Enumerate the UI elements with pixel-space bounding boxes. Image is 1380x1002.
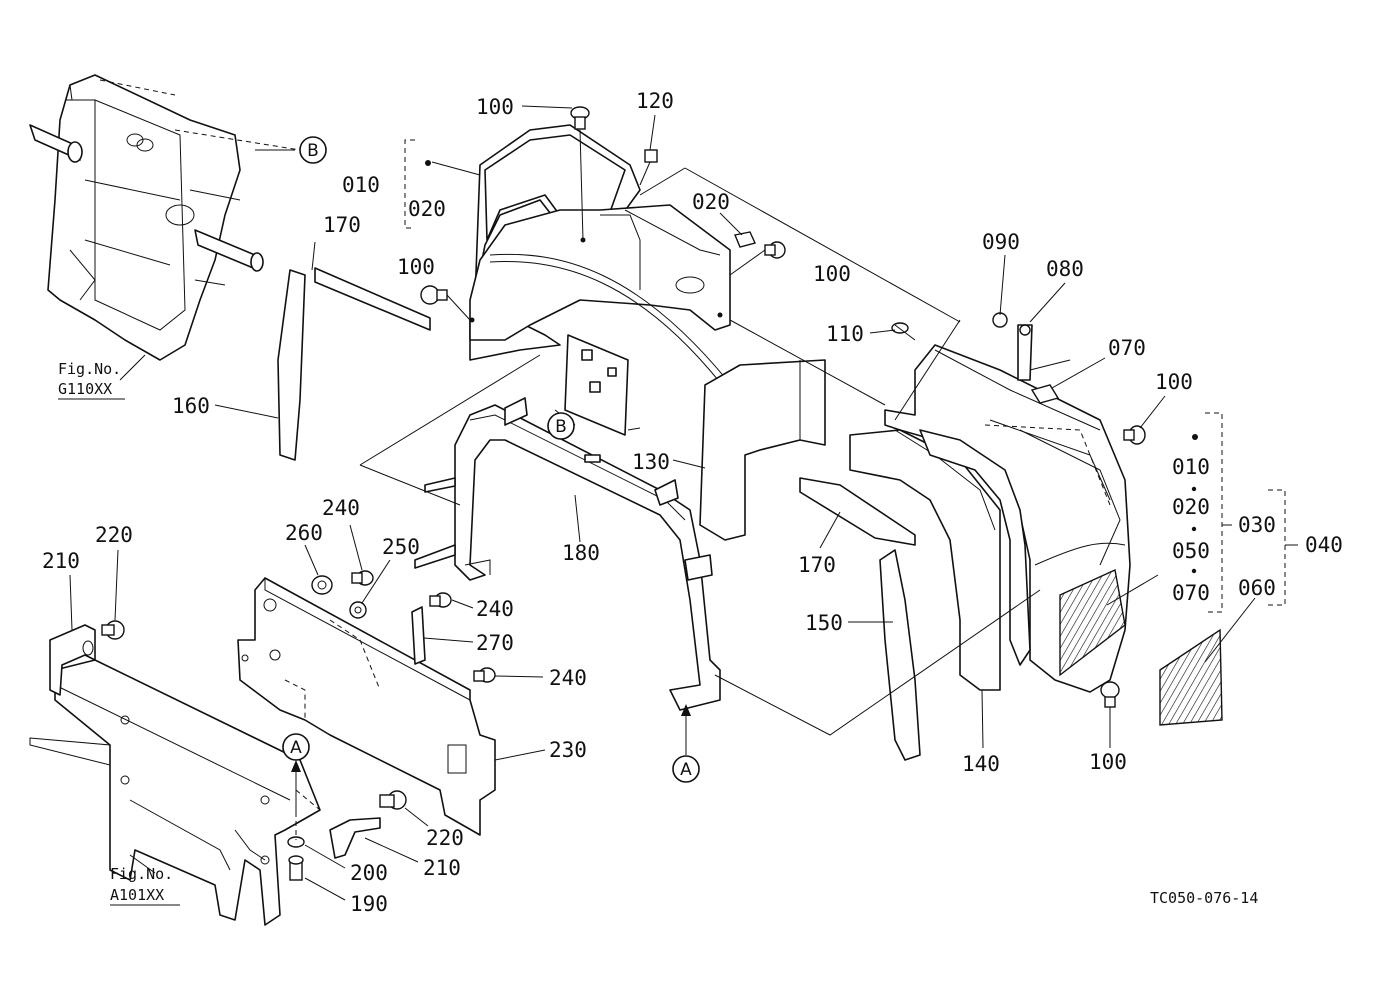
bolt-220-left bbox=[101, 620, 125, 640]
label-040: 040 bbox=[1305, 533, 1343, 557]
svg-text:A: A bbox=[290, 738, 302, 758]
callout-b-top: B bbox=[299, 136, 327, 164]
bolt-090 bbox=[992, 312, 1008, 328]
rear-cover-right bbox=[884, 344, 1131, 693]
washer-260 bbox=[311, 575, 333, 595]
svg-text:B: B bbox=[307, 141, 319, 161]
alignment-lines bbox=[359, 167, 1071, 736]
label-060: 060 bbox=[1238, 576, 1276, 600]
label-160: 160 bbox=[172, 394, 210, 418]
bracket-030-group bbox=[1191, 412, 1298, 613]
strip-150 bbox=[879, 549, 921, 761]
label-100: 100 bbox=[476, 95, 514, 119]
fig-ref-g110xx: Fig.No. G110XX bbox=[58, 360, 125, 400]
callout-a-right: A bbox=[672, 755, 700, 783]
callout-a-left: A bbox=[282, 733, 310, 761]
bolt-240-top bbox=[351, 570, 374, 586]
center-bracket bbox=[564, 334, 629, 436]
svg-text:B: B bbox=[555, 417, 567, 437]
label-260: 260 bbox=[285, 521, 323, 545]
label-020: 020 bbox=[1172, 495, 1210, 519]
label-100: 100 bbox=[1089, 750, 1127, 774]
strip-170-left bbox=[314, 267, 431, 331]
label-250: 250 bbox=[382, 535, 420, 559]
steering-frame-subassembly bbox=[29, 74, 301, 381]
label-220: 220 bbox=[95, 523, 133, 547]
bolt-240-low bbox=[473, 667, 496, 683]
svg-text:G110XX: G110XX bbox=[58, 380, 112, 398]
label-270: 270 bbox=[476, 631, 514, 655]
label-010: 010 bbox=[1172, 455, 1210, 479]
label-200: 200 bbox=[350, 861, 388, 885]
rod-270 bbox=[411, 606, 426, 665]
label-020: 020 bbox=[692, 190, 730, 214]
mounting-plate-230 bbox=[237, 577, 496, 836]
label-050: 050 bbox=[1172, 539, 1210, 563]
bolt-100-left bbox=[420, 285, 471, 321]
frame-180 bbox=[414, 397, 721, 711]
bolt-100-cover bbox=[1123, 425, 1146, 445]
label-070: 070 bbox=[1172, 581, 1210, 605]
label-210: 210 bbox=[42, 549, 80, 573]
label-140: 140 bbox=[962, 752, 1000, 776]
label-110: 110 bbox=[826, 322, 864, 346]
clip-020 bbox=[734, 231, 756, 248]
label-130: 130 bbox=[632, 450, 670, 474]
bolt-100-top bbox=[570, 106, 590, 241]
washer-200 bbox=[287, 836, 305, 848]
bracket-210-left bbox=[49, 624, 96, 696]
washer-250 bbox=[349, 601, 367, 619]
fig-ref-a101xx: Fig.No. A101XX bbox=[110, 865, 180, 906]
rear-cover-upper bbox=[469, 124, 736, 396]
panel-130 bbox=[699, 359, 826, 541]
label-170: 170 bbox=[323, 213, 361, 237]
label-210: 210 bbox=[423, 856, 461, 880]
svg-text:Fig.No.: Fig.No. bbox=[58, 360, 121, 378]
label-190: 190 bbox=[350, 892, 388, 916]
clip-070 bbox=[1030, 384, 1060, 404]
label-030: 030 bbox=[1238, 513, 1276, 537]
label-100: 100 bbox=[813, 262, 851, 286]
strip-170-right bbox=[799, 477, 916, 546]
label-070: 070 bbox=[1108, 336, 1146, 360]
label-010: 010 bbox=[342, 173, 380, 197]
label-220: 220 bbox=[426, 826, 464, 850]
part-labels: 100 120 010 020 020 100 100 170 160 090 … bbox=[42, 89, 1343, 916]
decal-060 bbox=[1159, 628, 1223, 726]
callout-b-mid: B bbox=[547, 412, 575, 440]
label-080: 080 bbox=[1046, 257, 1084, 281]
label-020: 020 bbox=[408, 197, 446, 221]
pin-110 bbox=[891, 322, 916, 341]
bracket-210-right bbox=[329, 817, 381, 859]
panel-inner bbox=[919, 429, 1031, 666]
bolt-100-bottom bbox=[1100, 681, 1120, 708]
bracket-080 bbox=[1017, 324, 1033, 381]
label-170: 170 bbox=[798, 553, 836, 577]
label-240: 240 bbox=[476, 597, 514, 621]
label-100: 100 bbox=[397, 255, 435, 279]
bolt-220-right bbox=[379, 790, 407, 810]
bracket-010-020-top bbox=[404, 139, 431, 229]
label-240: 240 bbox=[322, 496, 360, 520]
leader-lines bbox=[69, 105, 1256, 901]
label-120: 120 bbox=[636, 89, 674, 113]
label-150: 150 bbox=[805, 611, 843, 635]
svg-text:A101XX: A101XX bbox=[110, 886, 164, 904]
label-100: 100 bbox=[1155, 370, 1193, 394]
label-240: 240 bbox=[549, 666, 587, 690]
svg-text:A: A bbox=[680, 760, 692, 780]
label-230: 230 bbox=[549, 738, 587, 762]
bolt-100-right bbox=[729, 241, 786, 276]
label-090: 090 bbox=[982, 230, 1020, 254]
drawing-code: TC050-076-14 bbox=[1150, 889, 1258, 907]
bolt-240-mid bbox=[429, 592, 452, 608]
strip-160 bbox=[277, 269, 306, 461]
label-180: 180 bbox=[562, 541, 600, 565]
svg-text:Fig.No.: Fig.No. bbox=[110, 865, 173, 883]
nut-120 bbox=[639, 149, 658, 186]
bolt-190 bbox=[288, 855, 304, 881]
